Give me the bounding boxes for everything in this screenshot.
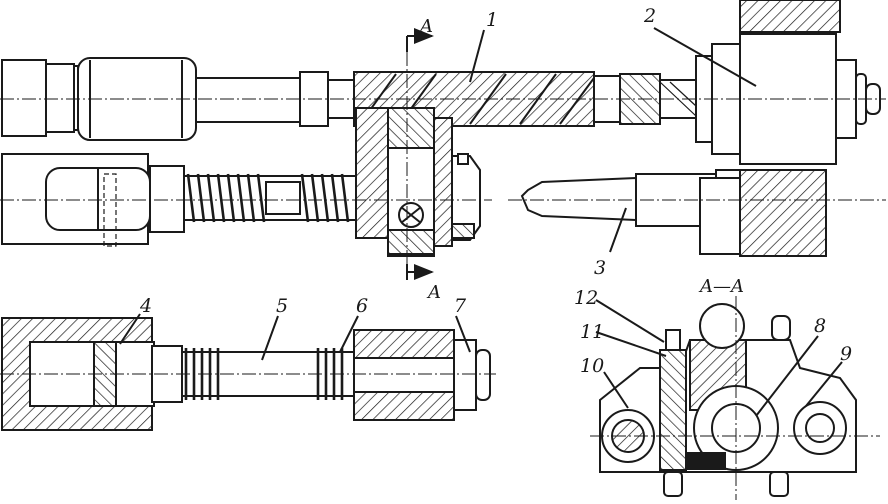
- section-mark-top: A: [418, 16, 433, 37]
- spring-right: [300, 173, 350, 223]
- label-part-9: 9: [840, 343, 852, 365]
- label-part-7: 7: [454, 295, 467, 317]
- plunger-assembly: [0, 317, 496, 431]
- top-shaft-assembly: [0, 0, 886, 165]
- section-cut-line: [406, 28, 434, 280]
- spring-left: [186, 173, 266, 223]
- label-part-8: 8: [814, 315, 826, 337]
- section-a-a: [590, 296, 880, 500]
- label-part-3: 3: [594, 257, 606, 279]
- label-part-4: 4: [139, 295, 152, 317]
- label-part-2: 2: [643, 5, 656, 27]
- label-part-12: 12: [574, 287, 598, 309]
- pin-assembly: [508, 169, 886, 257]
- middle-spring-assembly: [0, 107, 492, 257]
- label-part-5: 5: [276, 295, 288, 317]
- label-part-10: 10: [580, 355, 604, 377]
- section-title: A—A: [698, 276, 744, 297]
- section-mark-bottom: A: [426, 282, 441, 303]
- label-part-11: 11: [580, 321, 604, 343]
- label-part-6: 6: [356, 295, 368, 317]
- leader-lines: [119, 27, 843, 417]
- label-part-1: 1: [486, 9, 498, 31]
